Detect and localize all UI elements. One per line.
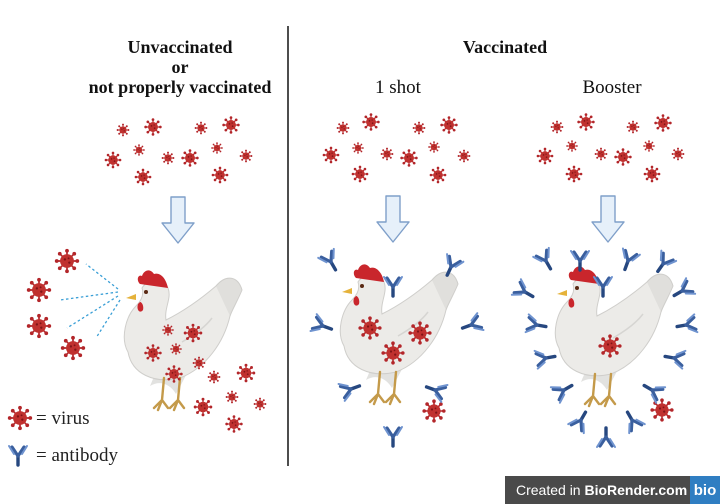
unvaccinated-header-line: not properly vaccinated <box>88 77 272 97</box>
badge-brand: BioRender.com <box>584 482 688 498</box>
badge-prefix: Created in <box>516 482 585 498</box>
badge-text: Created in BioRender.com <box>505 482 690 498</box>
virus-cluster-one-shot <box>322 112 471 184</box>
biorender-badge[interactable]: Created in BioRender.com bio <box>505 476 720 504</box>
unvaccinated-header-line: Unvaccinated <box>127 37 233 57</box>
down-arrow-icon <box>161 196 195 244</box>
down-arrow-icon <box>376 195 410 243</box>
virus-cluster-unvaccinated <box>104 115 253 186</box>
one-shot-label: 1 shot <box>375 77 421 98</box>
booster-label: Booster <box>582 77 642 98</box>
unvaccinated-header-line: or <box>171 57 189 77</box>
spray-arrow-icon <box>59 263 121 339</box>
virus-icon <box>6 404 34 432</box>
biorender-logo-icon: bio <box>690 476 720 504</box>
vaccinated-header: Vaccinated <box>462 37 548 57</box>
unvaccinated-header: Unvaccinated or not properly vaccinated <box>60 37 300 97</box>
down-arrow-icon <box>591 195 625 243</box>
chicken-unvaccinated <box>123 269 244 412</box>
antibody-icon <box>7 444 29 467</box>
legend-virus-label: = virus <box>36 408 90 429</box>
legend-antibody-label: = antibody <box>36 445 118 466</box>
virus-cluster-booster <box>536 112 685 183</box>
